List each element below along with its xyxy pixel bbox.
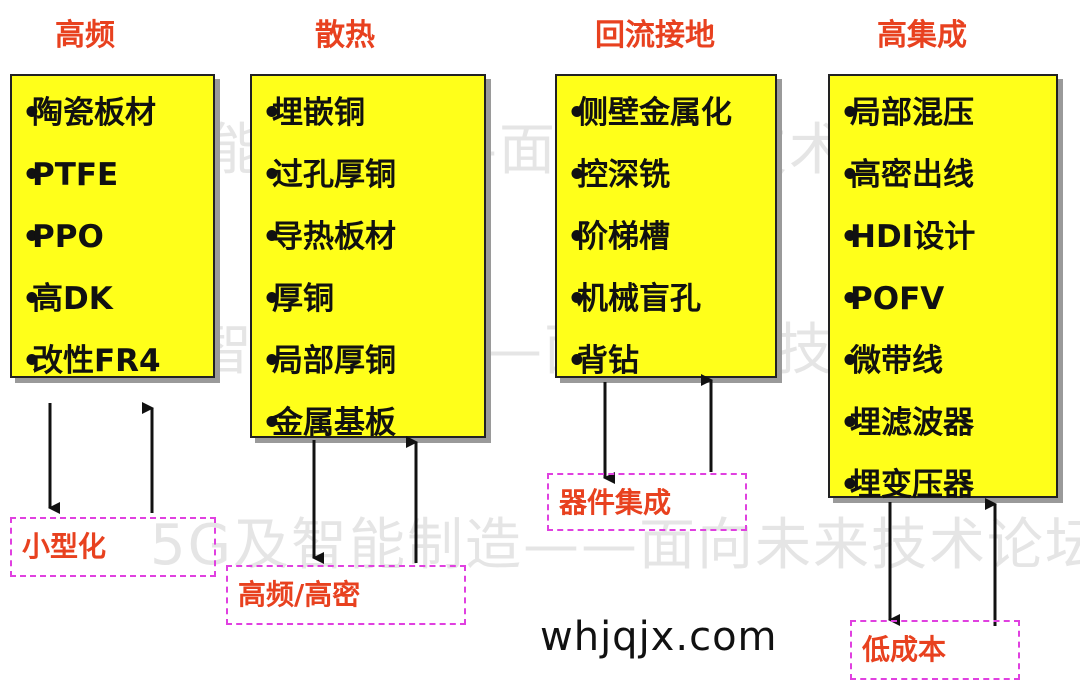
website-url: whjqjx.com bbox=[540, 614, 778, 660]
technology-box-reflow-grounding: •侧壁金属化 •控深铣 •阶梯槽 •机械盲孔 •背钻 bbox=[555, 74, 777, 379]
box-item: •机械盲孔 bbox=[567, 281, 701, 317]
box-item: •POFV bbox=[840, 281, 945, 317]
box-item: •HDI设计 bbox=[840, 219, 976, 255]
column-title-high-frequency: 高频 bbox=[55, 18, 115, 53]
box-item: •埋嵌铜 bbox=[262, 95, 365, 131]
box-item: •改性FR4 bbox=[22, 343, 161, 379]
box-item: •PPO bbox=[22, 219, 104, 255]
box-item: •高DK bbox=[22, 281, 113, 317]
box-item: •PTFE bbox=[22, 157, 119, 193]
outcome-miniaturization: 小型化 bbox=[10, 517, 216, 577]
box-item: •金属基板 bbox=[262, 405, 396, 441]
box-item: •控深铣 bbox=[567, 157, 670, 193]
box-item: •过孔厚铜 bbox=[262, 157, 396, 193]
box-item: •局部混压 bbox=[840, 95, 974, 131]
box-item: •埋滤波器 bbox=[840, 405, 974, 441]
box-item: •微带线 bbox=[840, 343, 943, 379]
technology-box-high-integration: •局部混压 •高密出线 •HDI设计 •POFV •微带线 •埋滤波器 •埋变压… bbox=[828, 74, 1058, 503]
box-item: •厚铜 bbox=[262, 281, 334, 317]
box-item: •阶梯槽 bbox=[567, 219, 670, 255]
box-item: •侧壁金属化 bbox=[567, 95, 732, 131]
outcome-low-cost: 低成本 bbox=[850, 620, 1020, 680]
box-item: •局部厚铜 bbox=[262, 343, 396, 379]
column-title-high-integration: 高集成 bbox=[877, 18, 967, 53]
box-item: •高密出线 bbox=[840, 157, 974, 193]
technology-box-high-frequency: •陶瓷板材 •PTFE •PPO •高DK •改性FR4 bbox=[10, 74, 215, 379]
box-item: •埋变压器 bbox=[840, 467, 974, 503]
box-item: •背钻 bbox=[567, 343, 639, 379]
box-item: •陶瓷板材 bbox=[22, 95, 156, 131]
technology-box-heat-dissipation: •埋嵌铜 •过孔厚铜 •导热板材 •厚铜 •局部厚铜 •金属基板 bbox=[250, 74, 486, 441]
column-title-reflow-grounding: 回流接地 bbox=[595, 18, 715, 53]
outcome-high-frequency-density: 高频/高密 bbox=[226, 565, 466, 625]
column-title-heat-dissipation: 散热 bbox=[315, 18, 375, 53]
outcome-device-integration: 器件集成 bbox=[547, 473, 747, 531]
box-item: •导热板材 bbox=[262, 219, 396, 255]
